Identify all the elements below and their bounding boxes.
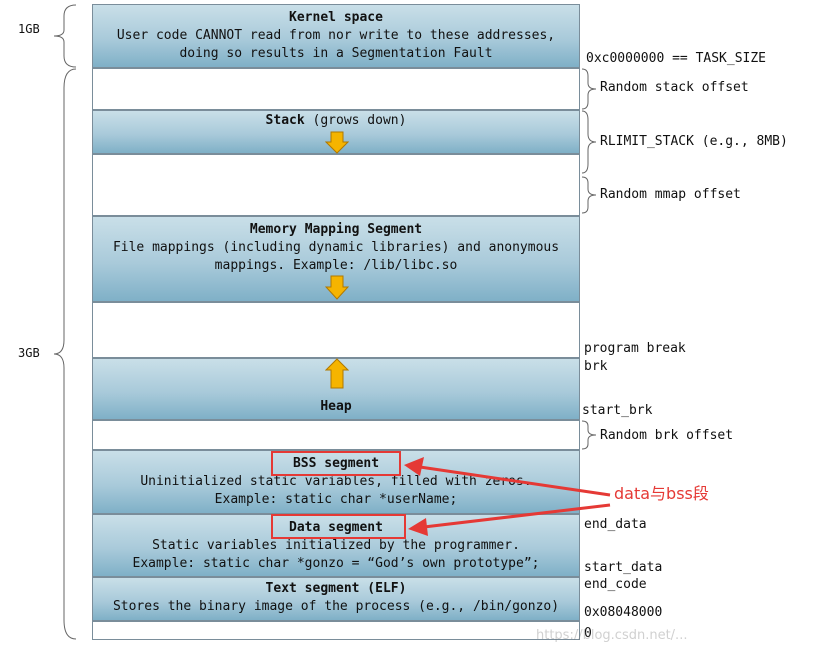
bss-highlight-box [271, 451, 401, 476]
text-title: Text segment (ELF) [265, 581, 407, 596]
random-mmap-offset-label: Random mmap offset [600, 187, 741, 202]
mmap-down-arrow-icon [325, 275, 349, 300]
kernel-space-line1: User code CANNOT read from nor write to … [116, 28, 556, 43]
task-size-label: 0xc0000000 == TASK_SIZE [586, 51, 767, 66]
random-stack-offset-label: Random stack offset [600, 80, 749, 95]
rlimit-stack-label: RLIMIT_STACK (e.g., 8MB) [600, 134, 788, 149]
heap-up-arrow-icon [325, 358, 349, 389]
kernel-space-segment: Kernel space User code CANNOT read from … [92, 4, 580, 68]
mmap-line1: File mappings (including dynamic librari… [112, 240, 560, 255]
brace-random-mmap [581, 176, 597, 214]
kernel-space-title: Kernel space [289, 10, 383, 25]
data-line2: Example: static char *gonzo = “God’s own… [132, 556, 540, 571]
bss-segment: BSS segment Uninitialized static variabl… [92, 450, 580, 514]
data-highlight-box [271, 514, 406, 539]
random-brk-offset-label: Random brk offset [600, 428, 734, 443]
brace-rlimit [581, 110, 597, 174]
start-data-label: start_data [584, 560, 663, 575]
brace-random-brk [581, 420, 597, 450]
text-line1: Stores the binary image of the process (… [112, 599, 560, 614]
stack-down-arrow-icon [325, 131, 349, 154]
mmap-line2: mappings. Example: /lib/libc.so [214, 258, 458, 273]
random-stack-gap [92, 68, 580, 110]
end-data-label: end_data [584, 517, 647, 532]
program-break-label: program break [584, 341, 686, 356]
brace-1gb [53, 4, 77, 68]
start-brk-label: start_brk [582, 403, 653, 418]
data-title: Data segment [289, 520, 383, 535]
text-segment: Text segment (ELF) Stores the binary ima… [92, 577, 580, 621]
free-gap [92, 302, 580, 358]
end-code-label: end_code [584, 577, 647, 592]
size-label-3gb: 3GB [18, 346, 40, 360]
brace-random-stack [581, 68, 597, 110]
stack-title: Stack [265, 113, 305, 128]
mmap-title: Memory Mapping Segment [249, 222, 423, 237]
bss-line1: Uninitialized static variables, filled w… [140, 474, 532, 489]
bss-line2: Example: static char *userName; [214, 492, 458, 507]
watermark: https://blog.csdn.net/... [536, 628, 688, 643]
size-label-1gb: 1GB [18, 22, 40, 36]
stack-suffix: (grows down) [304, 113, 407, 128]
random-brk-gap [92, 420, 580, 450]
random-mmap-gap [92, 154, 580, 216]
brace-3gb [53, 68, 77, 640]
heap-title: Heap [320, 399, 352, 414]
data-line1: Static variables initialized by the prog… [152, 538, 520, 553]
bss-title: BSS segment [292, 456, 380, 471]
brk-label: brk [584, 359, 608, 374]
bottom-gap [92, 621, 580, 640]
data-bss-annotation: data与bss段 [614, 484, 709, 503]
text-address-label: 0x08048000 [584, 605, 663, 620]
zero-address-label: 0 [584, 626, 592, 641]
kernel-space-line2: doing so results in a Segmentation Fault [179, 46, 493, 61]
data-segment: Data segment Static variables initialize… [92, 514, 580, 577]
